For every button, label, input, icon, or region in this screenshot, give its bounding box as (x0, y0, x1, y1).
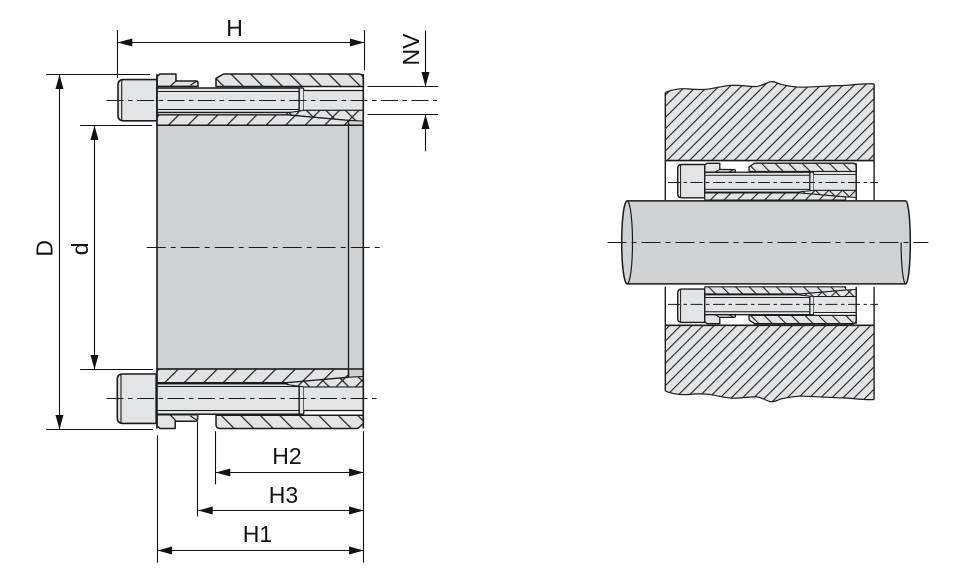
svg-text:H1: H1 (243, 521, 272, 547)
svg-text:H3: H3 (269, 482, 298, 508)
svg-text:D: D (32, 240, 58, 257)
svg-text:NV: NV (398, 33, 424, 66)
svg-text:d: d (67, 243, 93, 256)
svg-text:H: H (226, 15, 243, 41)
svg-text:H2: H2 (272, 443, 301, 469)
